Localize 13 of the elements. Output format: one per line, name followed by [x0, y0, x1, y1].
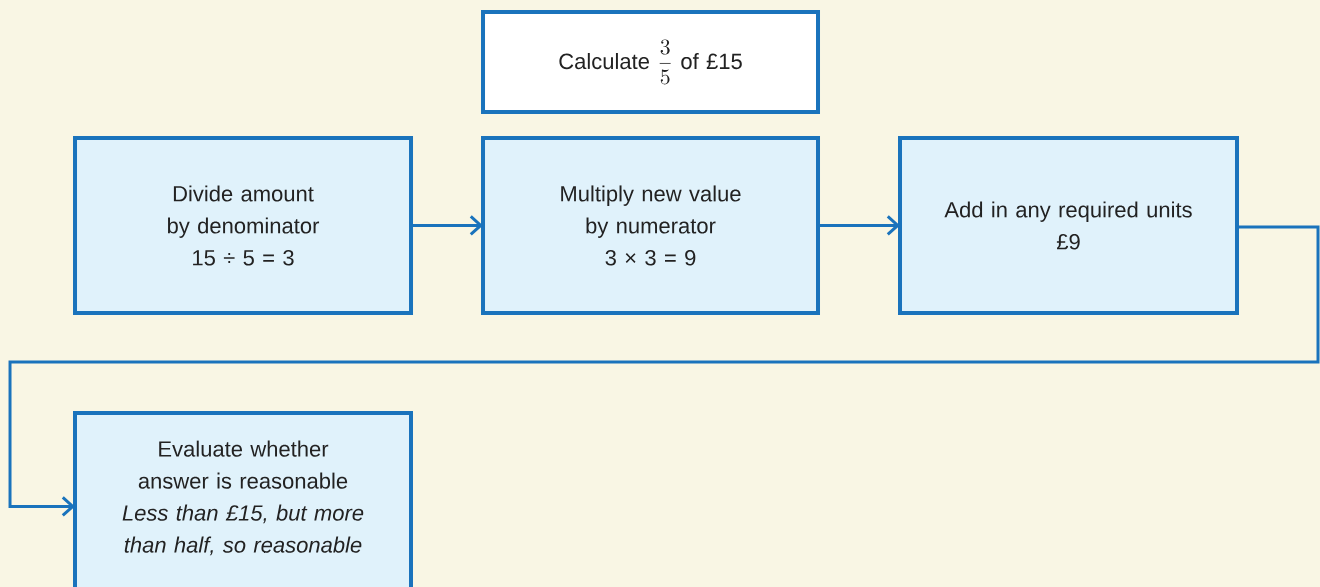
arrow — [818, 215, 900, 236]
process-box — [898, 136, 1239, 315]
process-box — [73, 136, 413, 315]
box-text: Evaluate whether answer is reasonable Less than £15, but more than half, so reasonable — [122, 440, 364, 556]
arrow — [411, 215, 483, 236]
box-text: Multiply new value by numerator 3 × 3 = 9 — [561, 185, 741, 266]
box-text: Add in any required units £9 — [944, 201, 1192, 250]
box-text: Divide amount by denominator 15 ÷ 5 = 3 — [168, 185, 320, 266]
box-text: Calculate $\frac{3}{5}$ of £15 — [559, 39, 742, 85]
process-box — [73, 411, 413, 587]
process-box — [481, 136, 820, 315]
arrow — [8, 225, 1320, 517]
title-box — [481, 10, 820, 114]
